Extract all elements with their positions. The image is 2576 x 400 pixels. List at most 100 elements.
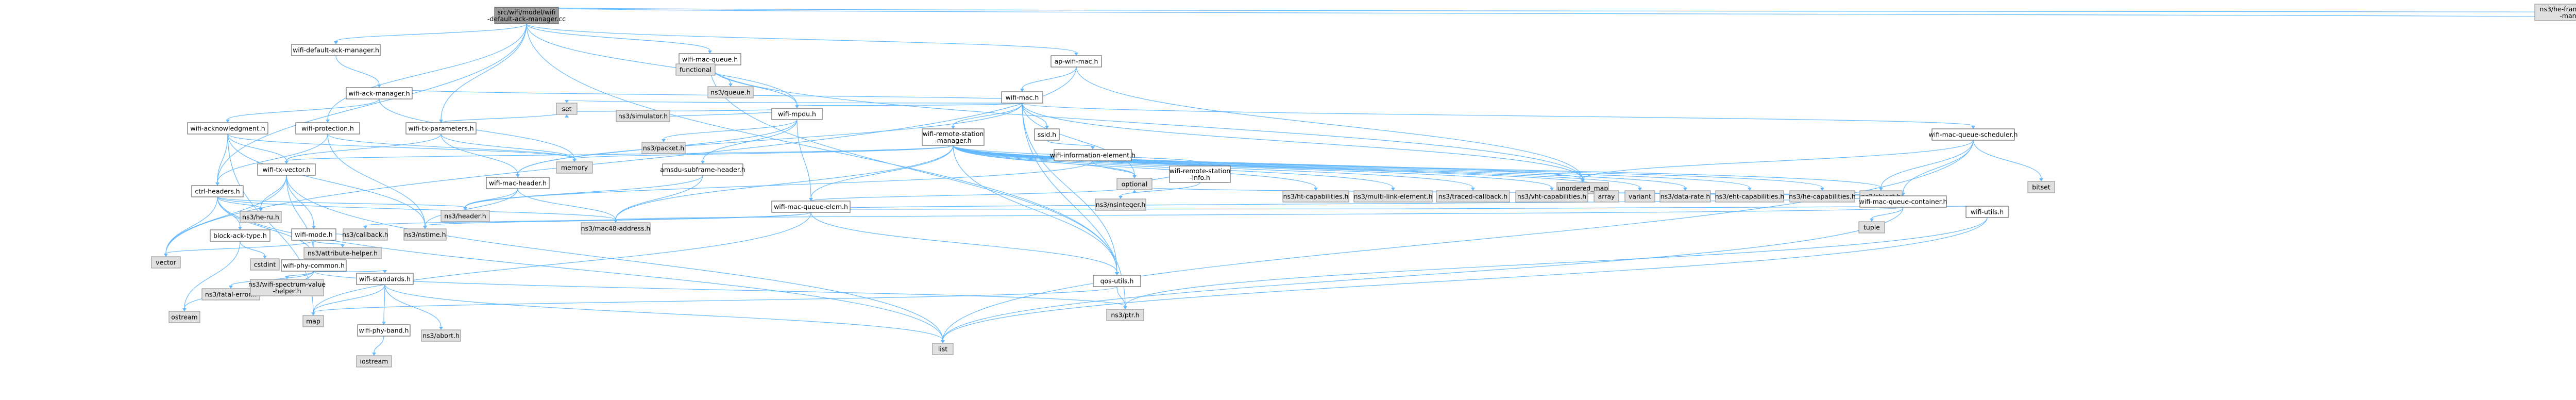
graph-node-optional: optional [1116, 178, 1153, 190]
node-label: wifi-mac-queue-elem.h [774, 203, 848, 211]
node-box [1789, 190, 1855, 203]
node-box [616, 110, 670, 122]
dependency-edge [615, 145, 954, 220]
dependency-edge [240, 241, 265, 256]
dependency-edge [566, 108, 798, 112]
node-box [250, 258, 280, 271]
node-label: ns3/nsinteger.h [1096, 201, 1146, 209]
graph-node-wam[interactable]: wifi-ack-manager.h [346, 87, 413, 99]
dependency-edge [217, 134, 228, 183]
graph-node-set: set [556, 103, 578, 115]
graph-node-wmqc[interactable]: wifi-mac-queue-container.h [1859, 195, 1947, 208]
node-label: wifi-information-element.h [1050, 152, 1136, 159]
node-label: wifi-mac-queue-scheduler.h [1929, 131, 2018, 139]
graph-node-wmqs[interactable]: wifi-mac-queue-scheduler.h [1929, 128, 2018, 141]
node-box [1659, 190, 1711, 203]
node-label: wifi-mode.h [295, 231, 332, 239]
edge-arrowhead [311, 312, 315, 315]
graph-node-wack[interactable]: wifi-acknowledgment.h [187, 122, 268, 135]
edge-arrowhead [215, 182, 219, 186]
node-box [486, 177, 550, 189]
graph-node-wmq[interactable]: wifi-mac-queue.h [679, 53, 741, 65]
graph-node-wtxv[interactable]: wifi-tx-vector.h [257, 163, 316, 176]
dependency-edge [1120, 182, 1200, 196]
graph-node-wtxp[interactable]: wifi-tx-parameters.h [405, 122, 477, 135]
graph-node-wmpdu[interactable]: wifi-mpdu.h [771, 108, 823, 120]
dependency-edge [313, 271, 1126, 307]
graph-node-bat[interactable]: block-ack-type.h [210, 229, 270, 242]
dependency-edge [217, 196, 616, 220]
graph-node-apwm[interactable]: ap-wifi-mac.h [1050, 55, 1102, 68]
graph-node-wstd[interactable]: wifi-standards.h [356, 273, 414, 285]
dependency-edge [465, 160, 1093, 208]
node-box [641, 142, 686, 154]
edge-arrowhead [614, 220, 618, 223]
dependency-edge [1046, 140, 1093, 147]
graph-node-iostream: iostream [356, 355, 392, 368]
node-label: ns3/nstime.h [404, 231, 446, 239]
dependency-edge [165, 240, 314, 254]
node-box [1715, 190, 1784, 203]
node-label: tuple [1863, 224, 1880, 231]
node-label: ap-wifi-mac.h [1055, 58, 1098, 65]
graph-node-wmh[interactable]: wifi-mac-header.h [486, 177, 550, 189]
dependency-edge [440, 134, 518, 175]
graph-node-wmac[interactable]: wifi-mac.h [1001, 91, 1043, 104]
dependency-edge [217, 23, 527, 183]
graph-node-wie[interactable]: wifi-information-element.h [1050, 149, 1136, 161]
dependency-edge [335, 23, 527, 42]
graph-node-wprot[interactable]: wifi-protection.h [295, 122, 360, 135]
graph-node-hens: ns3/he-ru.h [240, 211, 282, 223]
graph-node-root[interactable]: src/wifi/model/wifi-default-ack-manager.… [487, 7, 566, 24]
node-label: ns3/callback.h [342, 231, 388, 239]
graph-node-wdam[interactable]: wifi-default-ack-manager.h [291, 44, 381, 56]
graph-node-wmode[interactable]: wifi-mode.h [291, 228, 336, 241]
node-label: ns3/queue.h [710, 89, 751, 96]
dependency-edge [1022, 103, 1117, 273]
graph-node-qos[interactable]: qos-utils.h [1093, 275, 1141, 287]
edge-arrowhead [164, 254, 168, 257]
graph-node-variant: variant [1624, 190, 1655, 203]
node-label: ns3/data-rate.h [1660, 193, 1710, 201]
node-box [771, 201, 851, 213]
node-label: wifi-mpdu.h [778, 110, 816, 118]
graph-node-wpb[interactable]: wifi-phy-band.h [357, 324, 411, 337]
edge-arrowhead [439, 120, 443, 123]
node-label: wifi-remote-station [923, 130, 984, 138]
node-box [932, 343, 954, 355]
graph-node-wutils[interactable]: wifi-utils.h [1965, 206, 2009, 218]
graph-node-wmqe[interactable]: wifi-mac-queue-elem.h [771, 201, 851, 213]
dependency-edge [796, 119, 811, 198]
graph-node-vhtcap: ns3/vht-capabilities.h [1515, 190, 1588, 203]
graph-node-ssid[interactable]: ssid.h [1034, 128, 1060, 141]
dependency-edge [165, 66, 1077, 254]
graph-node-hecap: ns3/he-capabilities.h [1789, 190, 1856, 203]
edge-arrowhead [941, 340, 945, 343]
node-label: functional [680, 66, 711, 74]
dependency-edge [383, 284, 385, 322]
edge-arrowhead [1074, 53, 1078, 56]
node-label: ns3/multi-link-element.h [1353, 193, 1432, 201]
graph-node-wpc[interactable]: wifi-phy-common.h [281, 259, 347, 272]
dependency-edge [942, 207, 1904, 341]
graph-node-wrsm[interactable]: wifi-remote-station-manager.h [922, 128, 985, 146]
graph-node-ctrl[interactable]: ctrl-headers.h [191, 185, 244, 197]
edge-arrowhead [565, 114, 569, 118]
graph-node-wrsi[interactable]: wifi-remote-station-info.h [1169, 165, 1231, 183]
graph-node-amsdu[interactable]: amsdu-subframe-header.h [660, 163, 745, 176]
edge-arrowhead [341, 244, 345, 247]
node-label: wifi-acknowledgment.h [190, 125, 265, 132]
dependency-edge [566, 99, 1023, 104]
edge-arrowhead [259, 208, 263, 211]
node-box [405, 122, 477, 135]
edge-arrowhead [1471, 188, 1475, 191]
node-label: wifi-tx-vector.h [263, 166, 311, 174]
node-label: wifi-ack-manager.h [348, 90, 410, 97]
dependency-edge [313, 284, 385, 313]
dependency-edge [327, 134, 426, 226]
graph-node-nstime: ns3/nstime.h [403, 228, 447, 241]
dependency-edge [313, 212, 811, 313]
edge-arrowhead [439, 327, 443, 330]
node-box [240, 211, 282, 223]
